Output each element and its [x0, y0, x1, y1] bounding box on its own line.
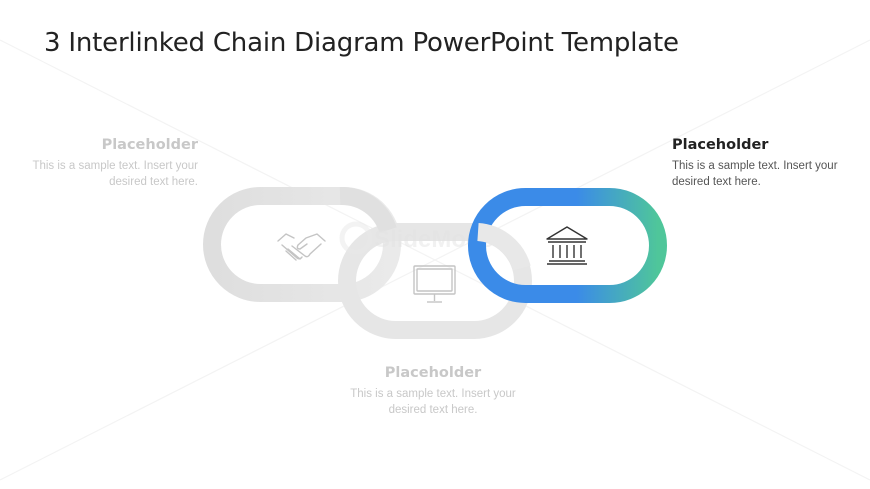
background-lines — [0, 39, 870, 481]
text-block-right: Placeholder This is a sample text. Inser… — [672, 137, 842, 190]
text-block-heading: Placeholder — [101, 137, 198, 153]
text-block-bottom: Placeholder This is a sample text. Inser… — [348, 365, 518, 418]
monitor-icon — [413, 265, 456, 303]
text-block-heading: Placeholder — [384, 365, 482, 381]
text-block-body: This is a sample text. Insert your desir… — [350, 388, 516, 416]
text-block-heading: Placeholder — [672, 137, 769, 153]
text-block-left: Placeholder This is a sample text. Inser… — [28, 137, 198, 190]
text-block-body: This is a sample text. Insert your desir… — [672, 160, 838, 188]
chain-link-2 — [338, 223, 532, 339]
chain-link-1-overlap — [339, 187, 397, 234]
chain-link-2-overlap — [476, 223, 531, 271]
chain-link-1 — [203, 187, 401, 302]
handshake-icon — [277, 233, 326, 261]
bank-icon — [546, 226, 588, 265]
chain-link-3 — [468, 188, 667, 303]
slide-title: 3 Interlinked Chain Diagram PowerPoint T… — [44, 28, 679, 58]
text-block-body: This is a sample text. Insert your desir… — [32, 160, 198, 188]
